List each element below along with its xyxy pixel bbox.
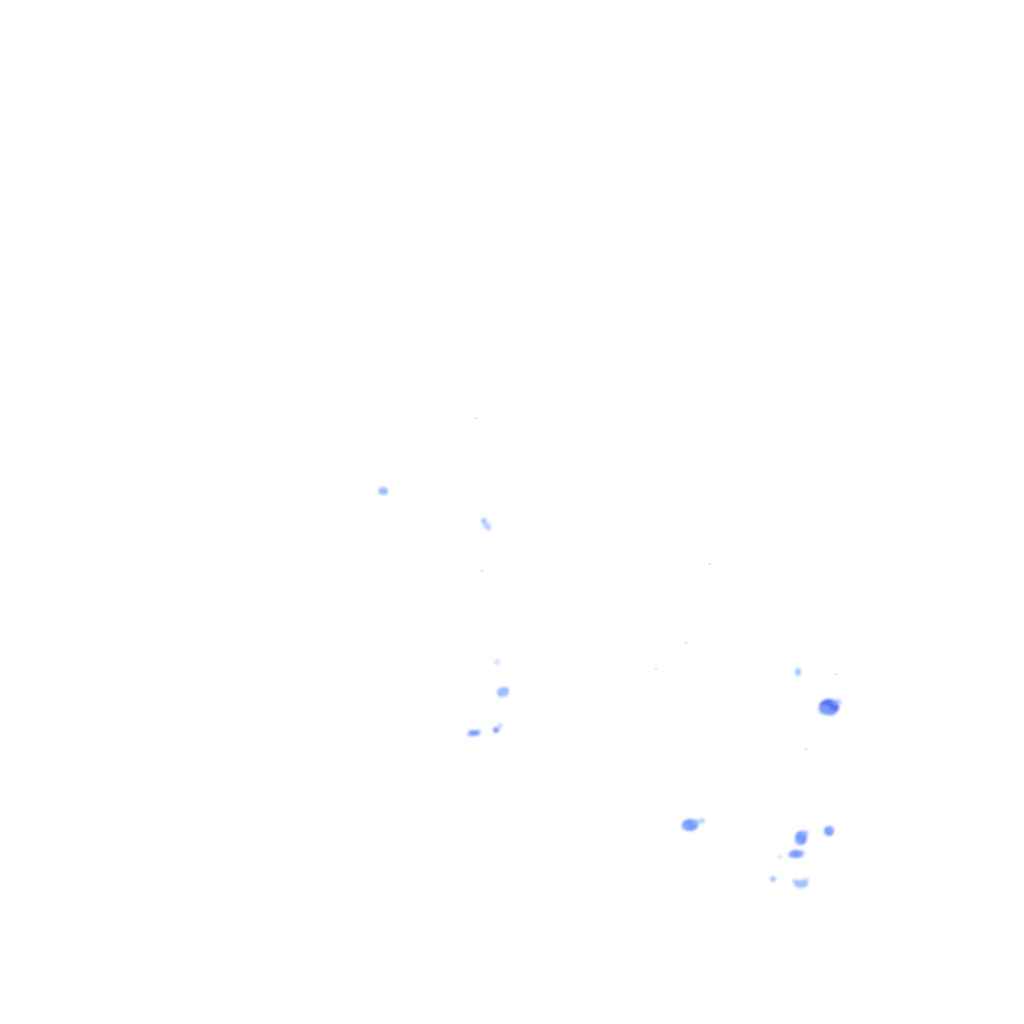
rain-echo-cell	[795, 668, 801, 676]
rain-echo-cell	[818, 705, 830, 715]
rain-echo-cell	[828, 710, 836, 716]
rain-speck	[805, 748, 807, 750]
rain-echo-cell	[681, 824, 689, 830]
rain-echo-cell	[477, 729, 481, 733]
rain-echo-cell	[699, 818, 705, 824]
rain-echo-cell	[832, 699, 842, 705]
rain-speck	[655, 668, 657, 670]
rain-echo-3	[494, 659, 500, 665]
rain-echo-1	[378, 487, 388, 495]
rain-echo-2	[481, 518, 491, 531]
rain-echo-cell	[382, 489, 388, 495]
rain-echo-cell	[778, 855, 782, 859]
rain-echo-11	[824, 826, 834, 836]
rain-echo-15	[778, 855, 782, 859]
rain-echo-cell	[799, 850, 805, 856]
rain-speck	[709, 563, 711, 565]
rain-echo-7	[795, 668, 801, 676]
rain-speck	[481, 570, 483, 572]
rain-echo-cell	[803, 878, 809, 882]
rain-echo-9	[681, 818, 705, 831]
rain-echo-6	[493, 723, 502, 733]
rain-echo-cell	[494, 659, 500, 665]
rain-echo-14	[770, 876, 776, 882]
rain-echo-5	[467, 729, 481, 737]
rain-echo-cell	[692, 819, 700, 825]
rain-echo-cell	[498, 723, 502, 729]
rain-echo-12	[788, 850, 805, 858]
rain-echo-8	[818, 699, 842, 716]
rain-echo-cell	[487, 527, 491, 531]
rain-echo-cell	[481, 518, 487, 524]
rain-speck	[685, 642, 687, 644]
rain-echo-cell	[828, 826, 834, 832]
rain-echo-cell	[493, 727, 499, 733]
rain-echo-cell	[503, 687, 509, 693]
rain-echo-cell	[467, 733, 473, 737]
rain-echo-cell	[795, 839, 801, 845]
rain-echo-10	[795, 830, 809, 845]
rain-echo-cell	[792, 879, 798, 883]
rain-echo-13	[792, 878, 809, 888]
rain-echo-cell	[497, 691, 503, 697]
rain-echo-cell	[770, 876, 776, 882]
rain-echo-4	[497, 687, 509, 697]
rain-speck	[835, 673, 837, 675]
rain-echo-cell	[788, 852, 794, 858]
rain-echo-cell	[801, 830, 809, 836]
rain-speck	[475, 417, 477, 419]
precipitation-echo-layer	[378, 417, 842, 888]
